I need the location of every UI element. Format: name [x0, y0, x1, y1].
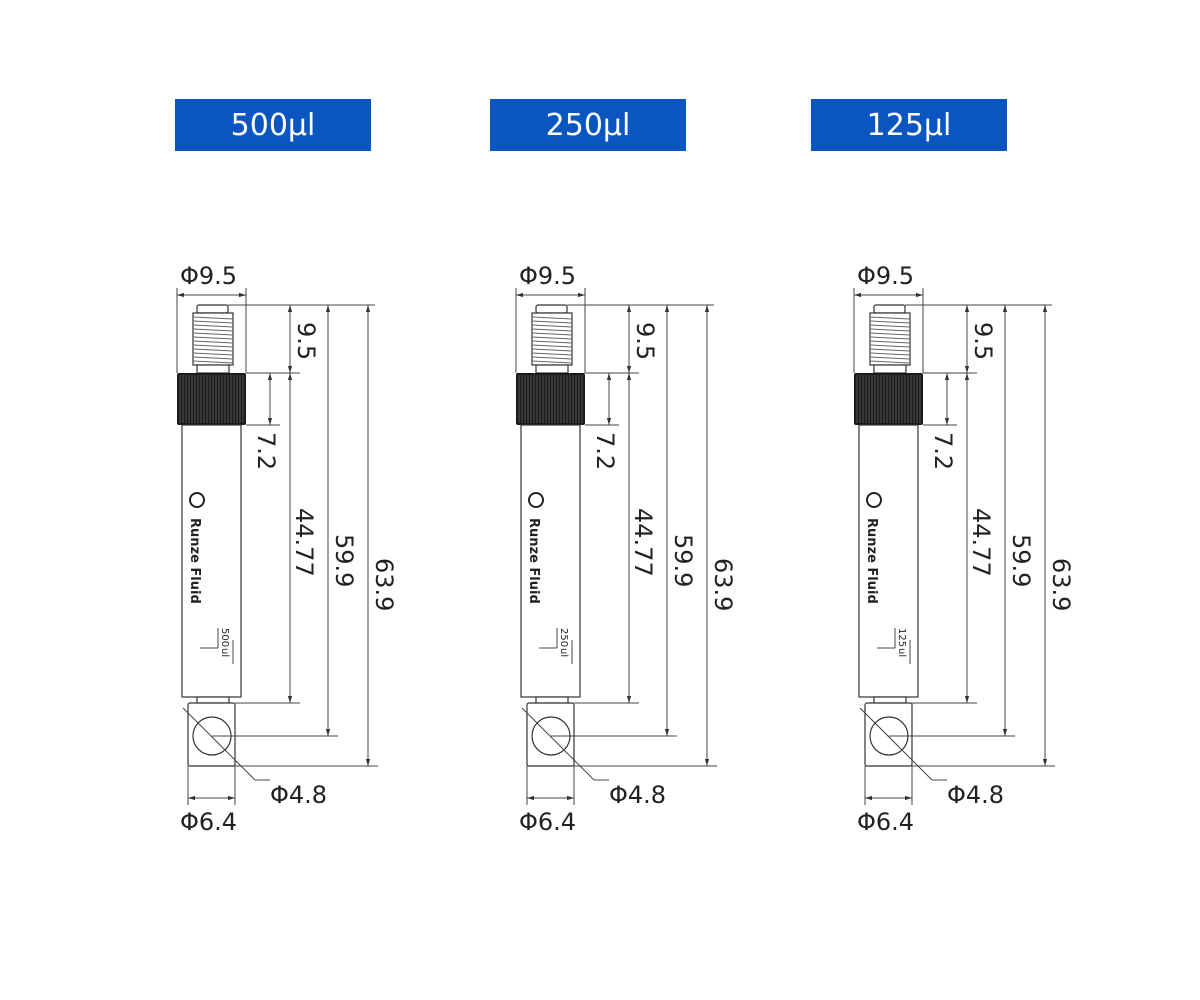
- thread-length-text: 9.5: [292, 322, 320, 360]
- total-length-text: 63.9: [1047, 558, 1075, 611]
- volume-marking: 500: [219, 628, 230, 647]
- nut-height-text: 7.2: [252, 432, 280, 470]
- runze-logo-icon: [866, 492, 882, 508]
- tip-cap: [535, 304, 568, 314]
- top-diameter-text: Φ9.5: [857, 262, 914, 290]
- brand-text: Runze Fluid: [187, 518, 202, 604]
- unit-marking: ul: [558, 648, 569, 657]
- port-diameter-text: Φ4.8: [947, 781, 1004, 809]
- runze-logo-icon: [189, 492, 205, 508]
- leader-line: [182, 707, 256, 781]
- knurled-nut: [177, 373, 246, 425]
- volume-marking: 250: [558, 628, 569, 647]
- thread-length-text: 9.5: [969, 322, 997, 360]
- volume-label-250: 250µl: [490, 99, 686, 151]
- tip-cap: [196, 304, 229, 314]
- total-length-text: 63.9: [709, 558, 737, 611]
- block-width-text: Φ6.4: [857, 808, 914, 836]
- leader-line: [859, 707, 933, 781]
- port-diameter-text: Φ4.8: [270, 781, 327, 809]
- knurled-nut: [516, 373, 585, 425]
- brand-text: Runze Fluid: [864, 518, 879, 604]
- port-center-text: 59.9: [1007, 534, 1035, 587]
- knurled-nut: [854, 373, 923, 425]
- port-center-text: 59.9: [669, 534, 697, 587]
- leader-line: [521, 707, 595, 781]
- body-length-text: 44.77: [629, 508, 657, 577]
- top-diameter-text: Φ9.5: [180, 262, 237, 290]
- top-diameter-text: Φ9.5: [519, 262, 576, 290]
- body-length-text: 44.77: [290, 508, 318, 577]
- port-center-text: 59.9: [330, 534, 358, 587]
- volume-marking: 125: [896, 628, 907, 647]
- runze-logo-icon: [528, 492, 544, 508]
- unit-marking: ul: [896, 648, 907, 657]
- thread-length-text: 9.5: [631, 322, 659, 360]
- body-length-text: 44.77: [967, 508, 995, 577]
- nut-height-text: 7.2: [591, 432, 619, 470]
- total-length-text: 63.9: [370, 558, 398, 611]
- block-width-text: Φ6.4: [519, 808, 576, 836]
- volume-label-500: 500µl: [175, 99, 371, 151]
- brand-text: Runze Fluid: [526, 518, 541, 604]
- volume-label-125: 125µl: [811, 99, 1007, 151]
- barrel: [181, 424, 242, 698]
- nut-height-text: 7.2: [929, 432, 957, 470]
- port-diameter-text: Φ4.8: [609, 781, 666, 809]
- tip-cap: [873, 304, 906, 314]
- unit-marking: ul: [219, 648, 230, 657]
- block-width-text: Φ6.4: [180, 808, 237, 836]
